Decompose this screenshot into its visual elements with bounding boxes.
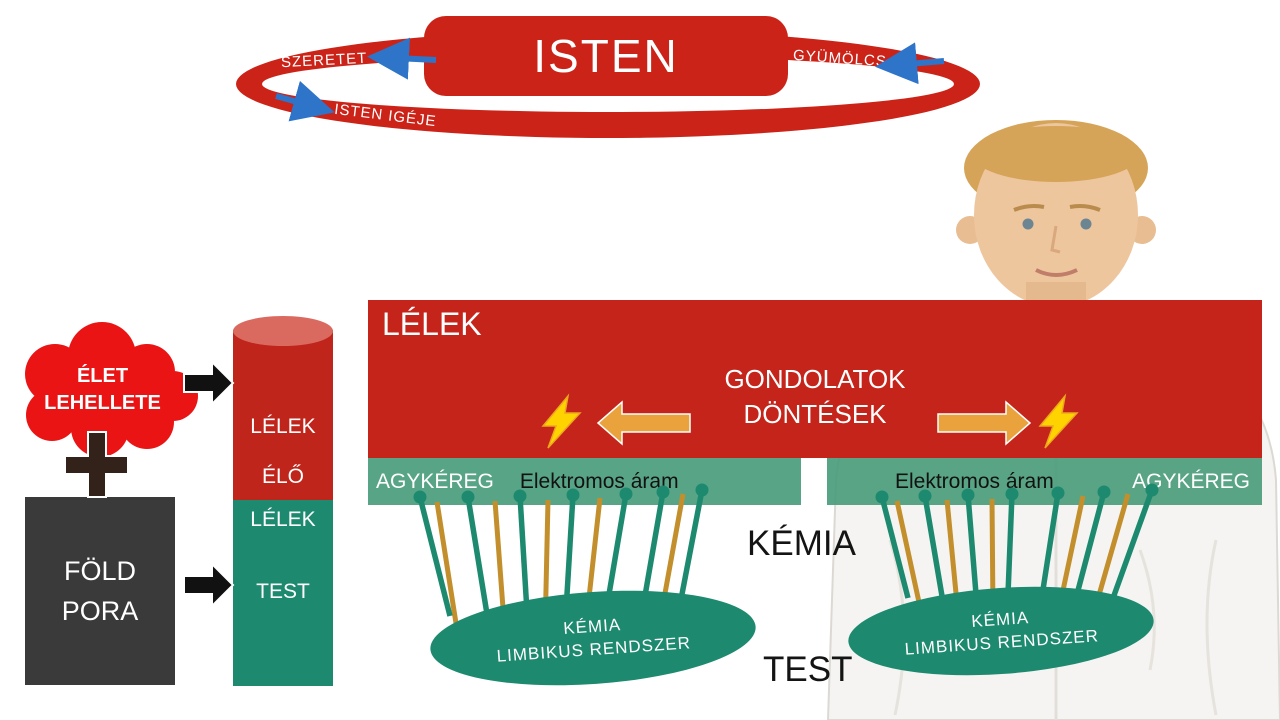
cloud-line2: LEHELLETE <box>44 391 161 414</box>
body-section-label: TEST <box>763 650 853 689</box>
earth-dust-box: FÖLD PORA <box>25 497 175 685</box>
god-title-box: ISTEN <box>424 16 788 96</box>
pillar-top-cap <box>233 316 333 346</box>
cortex-band-right: Elektromos áram AGYKÉREG <box>827 458 1262 505</box>
dust-arrow-icon <box>183 561 235 609</box>
cloud-line1: ÉLET <box>76 364 129 387</box>
person-eye <box>1022 218 1034 230</box>
pillar-body-section <box>233 500 333 686</box>
pillar-soul-label: LÉLEK <box>250 415 316 438</box>
dust-line1: FÖLD <box>63 556 136 586</box>
person-eyebrow <box>1013 204 1045 212</box>
limbic-system-left: KÉMIA LIMBIKUS RENDSZER <box>427 580 759 696</box>
god-title: ISTEN <box>533 30 679 82</box>
shirt-fold <box>1205 539 1218 716</box>
thoughts-label: GONDOLATOK <box>724 364 906 394</box>
thoughts-decisions: GONDOLATOK DÖNTÉSEK <box>645 362 985 432</box>
person-eyebrow <box>1069 204 1101 212</box>
pillar-living-line2: LÉLEK <box>250 508 316 531</box>
decisions-label: DÖNTÉSEK <box>743 399 887 429</box>
soul-panel: LÉLEK GONDOLATOK DÖNTÉSEK <box>368 300 1262 458</box>
electric-current-left: Elektromos áram <box>519 469 679 493</box>
chemistry-section-label: KÉMIA <box>747 524 856 563</box>
soul-panel-title: LÉLEK <box>382 306 482 342</box>
pillar-soul-section <box>233 330 333 500</box>
electric-current-right: Elektromos áram <box>895 469 1054 493</box>
cortex-band-left: AGYKÉREG Elektromos áram <box>368 458 801 505</box>
person-eye <box>1080 218 1092 230</box>
cortex-label-left: AGYKÉREG <box>376 469 494 493</box>
person-mouth <box>1035 268 1078 277</box>
cloud-text: ÉLET LEHELLETE <box>5 322 200 457</box>
person-nose <box>1050 225 1061 254</box>
person-fringe <box>972 126 1140 182</box>
cortex-label-right: AGYKÉREG <box>1132 469 1250 493</box>
dust-line2: PORA <box>61 596 139 626</box>
cloud-shape <box>25 322 198 457</box>
pillar-body-label: TEST <box>256 580 310 603</box>
life-breath-cloud: ÉLET LEHELLETE <box>5 322 200 457</box>
pillar-living-line1: ÉLŐ <box>261 465 305 488</box>
soul-body-pillar: LÉLEK ÉLŐ LÉLEK TEST <box>233 316 333 686</box>
